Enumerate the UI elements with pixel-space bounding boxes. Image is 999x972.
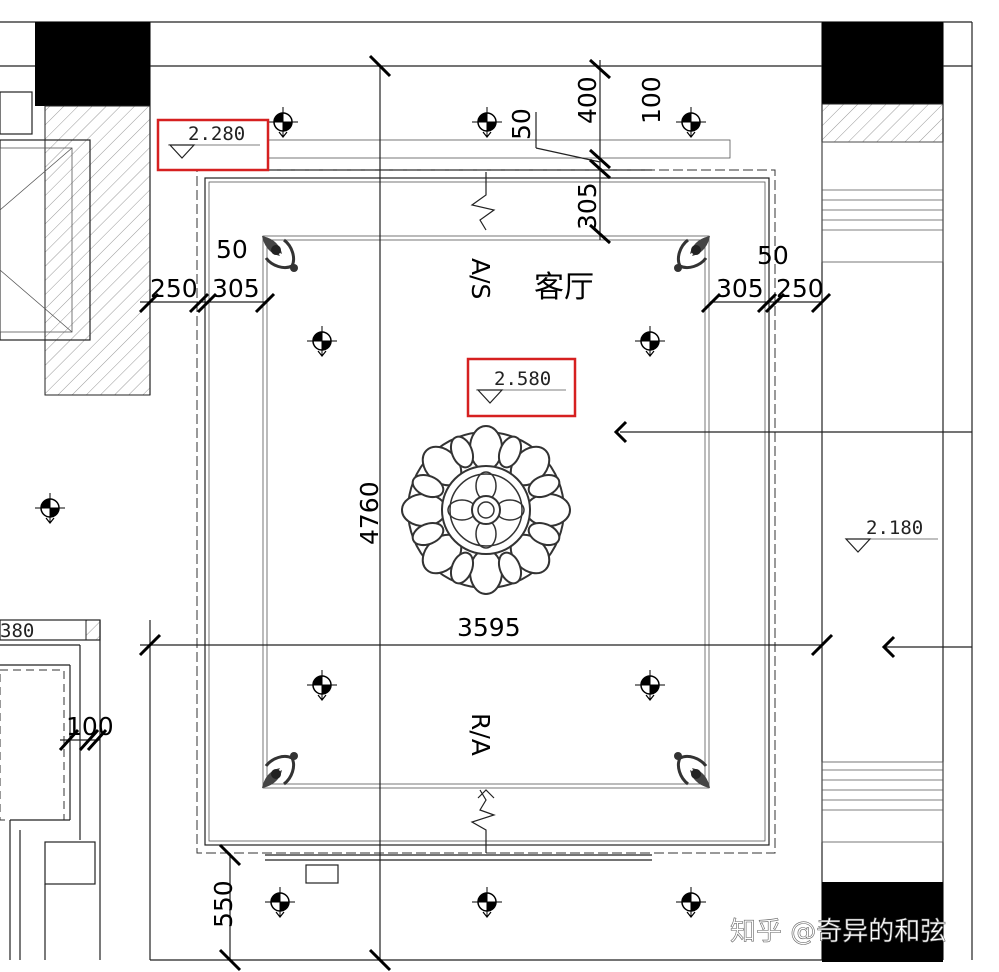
downlight-icon: [634, 669, 666, 701]
level-marker-right: 2.180: [844, 517, 938, 553]
downlight-icon: [675, 886, 707, 918]
downlight-icon: [267, 106, 299, 138]
downlight-icon: [306, 669, 338, 701]
level-marker-upper-left: 2.280: [156, 118, 270, 172]
wall-column-top-right: [822, 22, 943, 104]
section-arrows: [613, 420, 972, 659]
level-marker-center: 2.580: [466, 357, 577, 418]
ceiling-medallion: [401, 425, 571, 595]
dim-width-3595: 3595: [457, 613, 521, 642]
dim-left-305: 305: [212, 274, 260, 303]
dim-top-305: 305: [573, 182, 602, 230]
corner-ornament-bottom-right: [672, 750, 712, 790]
dim-bottom-550: 550: [209, 880, 238, 928]
level-text-right: 2.180: [866, 517, 923, 539]
downlight-icon: [634, 325, 666, 357]
downlight-icon: [264, 886, 296, 918]
dim-left-250: 250: [150, 274, 198, 303]
hatched-wall-left: [44, 105, 151, 396]
supply-air-label: A/S: [466, 258, 495, 299]
wall-column-top-left: [35, 22, 150, 106]
downlight-icon: [471, 106, 503, 138]
dim-top-100: 100: [637, 76, 666, 124]
return-air-symbol: [470, 789, 496, 853]
small-fixture: [305, 864, 339, 884]
ceiling-outer-border: [204, 177, 770, 846]
adjacent-room-left: [0, 619, 101, 960]
return-air-label: R/A: [466, 713, 495, 756]
dim-height-4760: 4760: [355, 481, 384, 545]
curtain-box: [267, 139, 731, 159]
dim-top-400: 400: [573, 76, 602, 124]
dimension-ticks: [58, 54, 834, 972]
room-name: 客厅: [534, 270, 594, 305]
dim-left-50: 50: [216, 235, 248, 264]
dim-left-100: 100: [66, 712, 114, 741]
watermark: 知乎 @奇异的和弦: [730, 917, 946, 947]
downlight-icon: [675, 106, 707, 138]
dim-right-50: 50: [757, 241, 789, 270]
downlight-icon: [306, 325, 338, 357]
downlight-icon: [34, 492, 66, 524]
supply-air-symbol: [470, 172, 496, 231]
hatched-wall-right: [821, 103, 944, 143]
dim-top-50: 50: [507, 108, 536, 140]
ceiling-inner-panel: [262, 235, 710, 789]
level-text-left-partial: 380: [0, 620, 34, 642]
level-text-center: 2.580: [494, 368, 551, 390]
downlight-icon: [471, 886, 503, 918]
window-right: [821, 141, 944, 843]
corner-ornament-top-right: [672, 234, 712, 274]
dim-right-250: 250: [776, 274, 824, 303]
wall-column-bottom-right: [822, 882, 943, 962]
level-text-upper-left: 2.280: [188, 123, 245, 145]
dim-right-305: 305: [716, 274, 764, 303]
window-left: [0, 91, 91, 341]
